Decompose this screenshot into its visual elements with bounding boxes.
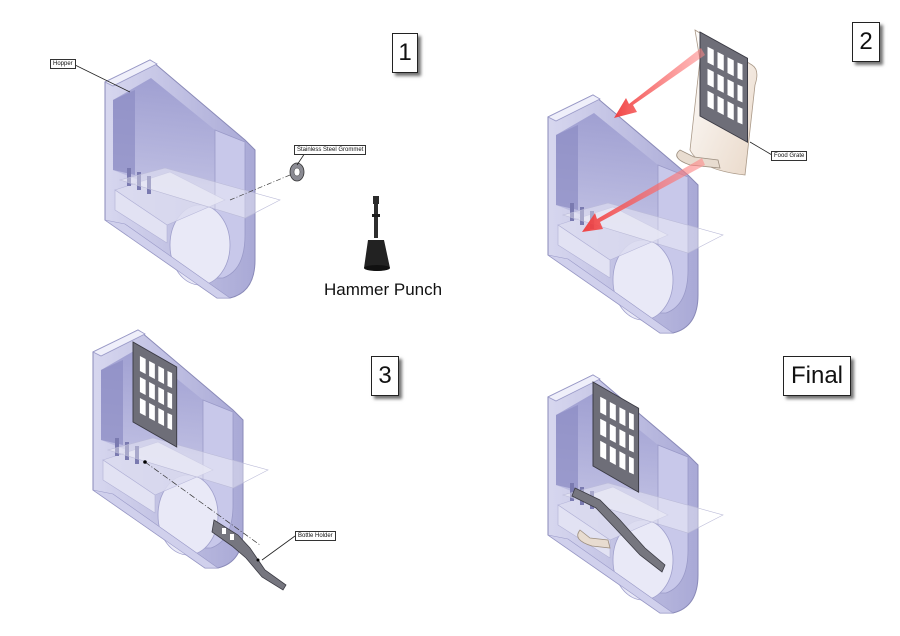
hammer-punch-tool: [364, 196, 390, 271]
bottle-holder-callout: Bottle Holder: [295, 531, 336, 541]
food-grate-leader: [749, 141, 773, 156]
food-grate-part: [676, 29, 758, 176]
final-label: Final: [783, 356, 851, 396]
hopper-callout: Hopper: [50, 59, 76, 69]
stainless-steel-grommet: [229, 162, 305, 201]
step1-hopper: [104, 59, 281, 299]
final-bottle-holder: [571, 487, 666, 573]
step3-hopper: [92, 329, 269, 569]
bottle-holder-part: [143, 460, 287, 591]
grommet-leader: [296, 152, 306, 166]
insert-arrow-upper: [614, 48, 705, 118]
step-3-label: 3: [371, 356, 399, 396]
grommet-callout: Stainless Steel Grommet: [294, 145, 367, 155]
food-grate-callout: Food Grate: [771, 151, 808, 161]
hopper-leader: [72, 63, 131, 93]
hammer-punch-label: Hammer Punch: [324, 280, 443, 299]
insert-arrow-lower: [582, 158, 705, 232]
final-food-grate-tab: [577, 529, 611, 549]
bottle-holder-leader: [261, 535, 296, 561]
step-2-label: 2: [852, 22, 880, 62]
step-1-label: 1: [392, 33, 418, 73]
